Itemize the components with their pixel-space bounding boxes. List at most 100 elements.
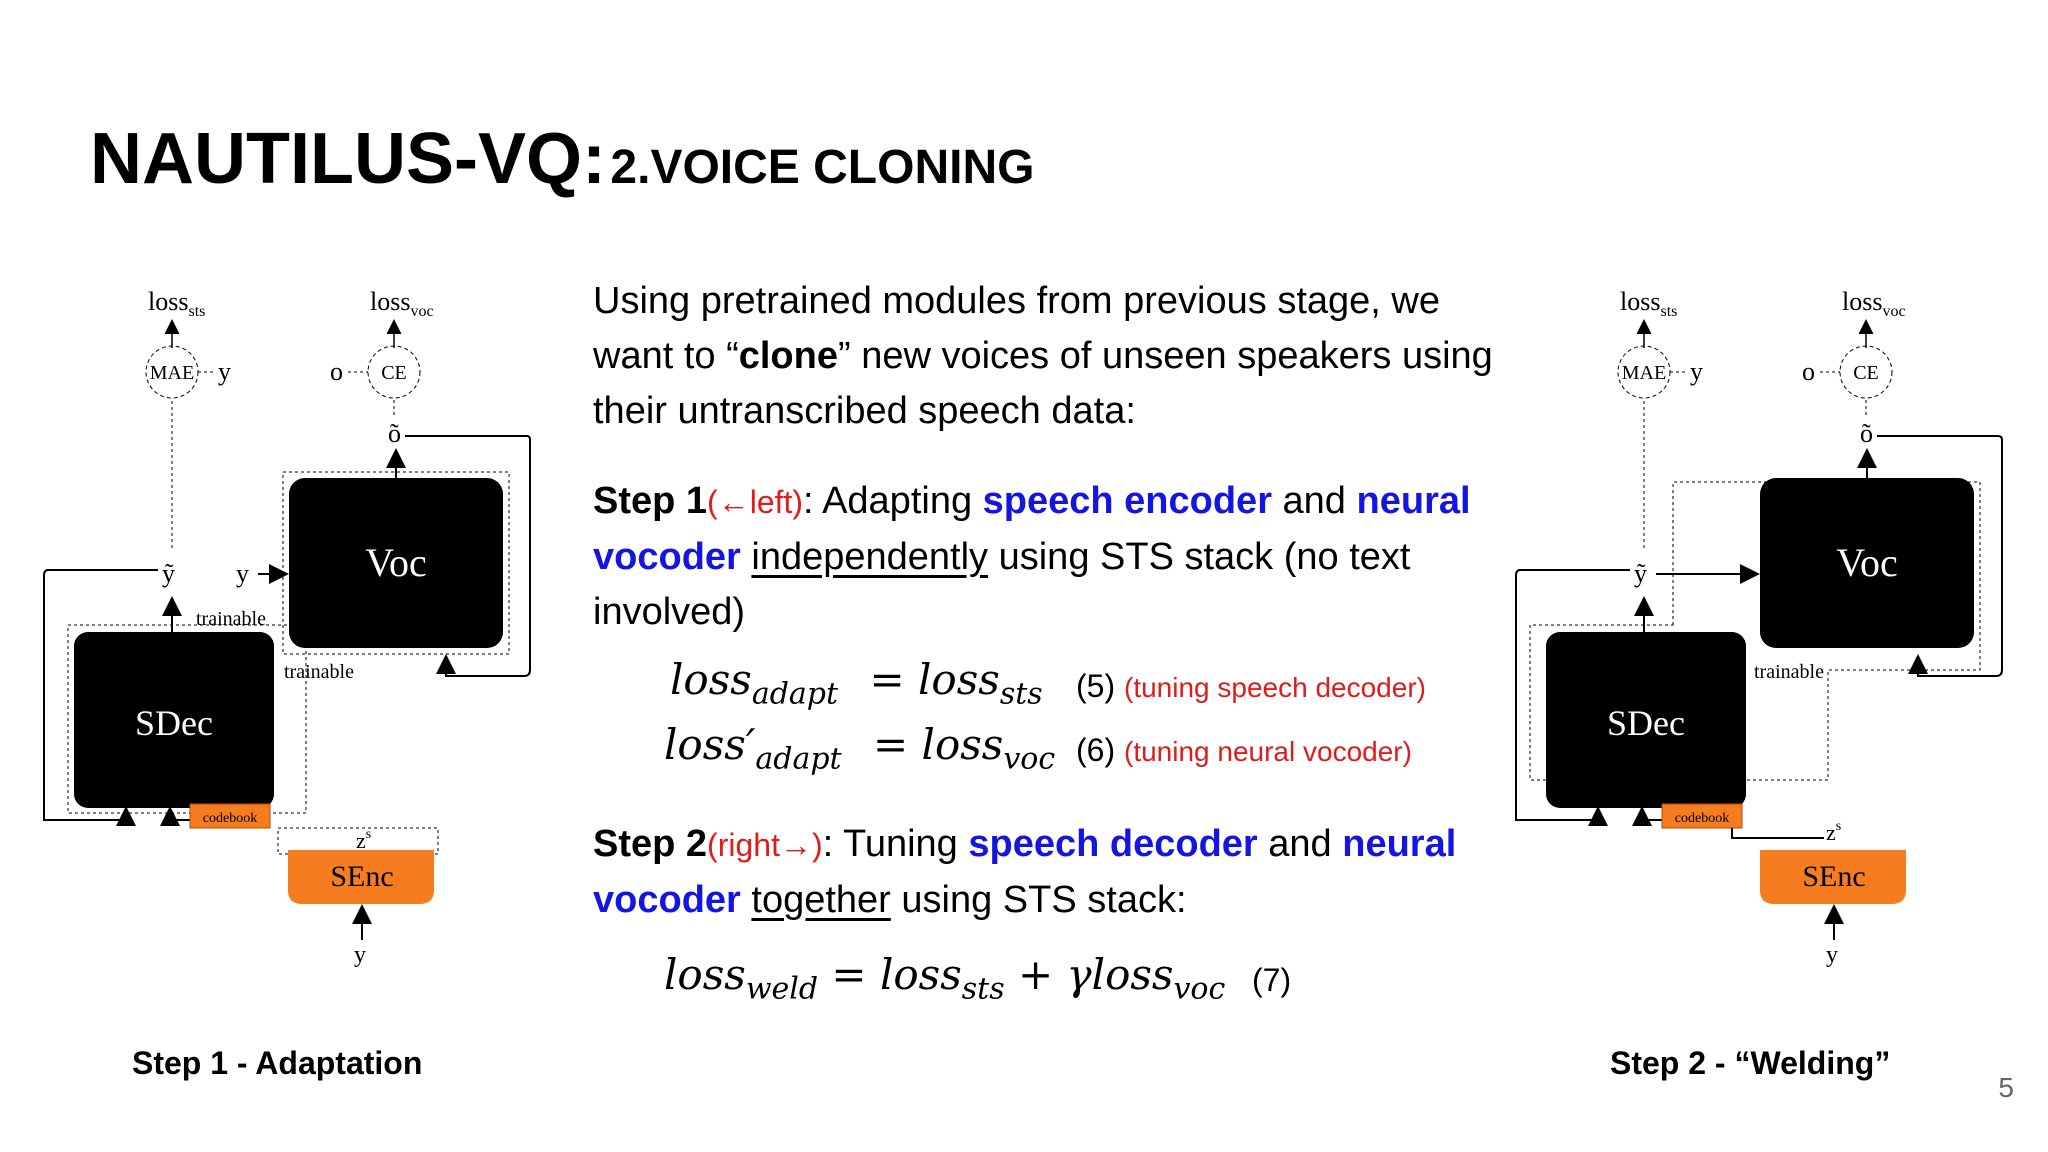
step2-text-3 <box>741 879 752 921</box>
eq6-rhs: = loss <box>872 720 1004 769</box>
diagram-step2: losssts lossvoc MAE y CE o õ Voc ỹ SDec … <box>1515 287 2003 968</box>
mae-label: MAE <box>1622 362 1666 384</box>
equation-6-number: (6) (tuning neural vocoder) <box>1076 732 1412 769</box>
senc-label: SEnc <box>330 860 393 893</box>
senc-y-input-label: y <box>354 942 366 968</box>
eq6-lhs: loss′ <box>664 720 756 769</box>
intro-text-2: ” new voices of unseen speakers using th… <box>593 335 1493 432</box>
step1-term-neural-vocoder: neural vocoder <box>593 480 1471 578</box>
page-number: 5 <box>1998 1072 2014 1103</box>
step2-label: Step 2 <box>593 823 708 865</box>
ce-node <box>367 345 421 399</box>
intro-bold: clone <box>738 335 838 377</box>
senc-box <box>1760 850 1906 904</box>
loss-voc-label: lossvoc <box>370 287 434 320</box>
eq6-num: (6) <box>1076 732 1116 768</box>
loss-sts-label: losssts <box>1620 287 1677 320</box>
codebook <box>1661 803 1743 829</box>
mae-y-label: y <box>1690 357 1703 386</box>
caption-left: Step 1 - Adaptation <box>132 1045 423 1081</box>
eq6-note: (tuning neural vocoder) <box>1124 736 1412 767</box>
title-main: NAUTILUS-VQ: <box>90 119 606 199</box>
ce-node <box>1839 345 1893 399</box>
slide-title: NAUTILUS-VQ: 2.VOICE CLONING <box>90 118 1034 200</box>
senc-box <box>288 850 434 904</box>
senc-label: SEnc <box>1802 860 1865 893</box>
eq7-lhs: loss <box>664 950 746 999</box>
y-tilde-label: ỹ <box>1634 559 1647 588</box>
eq5-lhs: loss <box>670 655 752 704</box>
sdec-box <box>1546 632 1746 808</box>
step2-term-neural-vocoder: neural vocoder <box>593 823 1457 921</box>
senc-y-input-label: y <box>1826 942 1838 968</box>
voc-y-input-label: y <box>236 559 249 588</box>
step1-direction: (←left) <box>707 484 804 520</box>
codebook-label: codebook <box>1675 811 1729 826</box>
step2-term-speech-decoder: speech decoder <box>968 823 1258 865</box>
eq7-mid-sub: sts <box>961 971 1005 1007</box>
caption-right: Step 2 - “Welding” <box>1610 1045 1891 1081</box>
step2-underlined: together <box>751 879 891 921</box>
ce-o-label: o <box>330 357 343 386</box>
diagram-step1: losssts lossvoc MAE y CE o õ Voc y ỹ tra… <box>43 287 531 968</box>
step2-text-1: : Tuning <box>822 823 969 865</box>
mae-y-label: y <box>218 357 231 386</box>
o-tilde-label: õ <box>388 419 401 448</box>
step2-text-4: using STS stack: <box>890 879 1187 921</box>
step1-text-4: using STS stack (no text involved) <box>593 536 1411 633</box>
eq5-rhs: = loss <box>869 655 1000 704</box>
sdec-label: SDec <box>135 703 213 743</box>
zs-label: zs <box>356 827 371 853</box>
step2-direction: (right→) <box>707 827 823 863</box>
equation-7: lossweld = losssts + γlossvoc <box>664 950 1225 1006</box>
zs-label: zs <box>1826 819 1841 845</box>
step1-term-speech-encoder: speech encoder <box>982 480 1272 522</box>
intro-paragraph: Using pretrained modules from previous s… <box>593 274 1493 439</box>
eq5-num: (5) <box>1076 668 1116 704</box>
voc-label: Voc <box>1836 540 1897 585</box>
voc-box <box>1760 478 1974 648</box>
eq6-lhs-sub: adapt <box>755 741 842 777</box>
eq5-note: (tuning speech decoder) <box>1124 672 1426 703</box>
o-tilde-label: õ <box>1860 419 1873 448</box>
eq6-rhs-sub: voc <box>1003 741 1056 777</box>
step1-text-1: : Adapting <box>803 480 983 522</box>
step1-text-3 <box>741 536 752 578</box>
step1-underlined: independently <box>751 536 989 578</box>
equation-6: loss′adapt = lossvoc <box>664 720 1055 776</box>
ce-label: CE <box>381 362 407 384</box>
eq7-lhs-sub: weld <box>745 971 819 1007</box>
title-sub: 2.VOICE CLONING <box>610 141 1035 194</box>
intro-text-1: Using pretrained modules from previous s… <box>593 280 1440 377</box>
y-tilde-label: ỹ <box>162 559 175 588</box>
q-label: q <box>214 779 224 801</box>
mae-label: MAE <box>150 362 194 384</box>
loss-voc-label: lossvoc <box>1842 287 1906 320</box>
step1-text-2: and <box>1271 480 1357 522</box>
equation-7-number: (7) <box>1252 962 1292 998</box>
trainable-label-sdec: trainable <box>196 608 266 630</box>
trainable-label-voc: trainable <box>284 661 354 683</box>
eq5-rhs-sub: sts <box>999 676 1043 712</box>
step1-paragraph: Step 1(←left): Adapting speech encoder a… <box>593 474 1493 640</box>
sdec-box <box>74 632 274 808</box>
loss-sts-label: losssts <box>148 287 205 320</box>
ce-o-label: o <box>1802 357 1815 386</box>
eq7-rhs: + γloss <box>1004 950 1174 999</box>
sdec-label: SDec <box>1607 703 1685 743</box>
codebook-label: codebook <box>203 811 257 826</box>
equation-5: lossadapt = losssts <box>670 655 1043 711</box>
eq7-mid: = loss <box>818 950 962 999</box>
trainable-label: trainable <box>1754 661 1824 683</box>
codebook <box>189 803 271 829</box>
equation-5-number: (5) (tuning speech decoder) <box>1076 668 1426 705</box>
eq5-lhs-sub: adapt <box>751 676 839 712</box>
step2-text-2: and <box>1257 823 1343 865</box>
voc-box <box>289 478 503 648</box>
q-label: q <box>1686 779 1696 801</box>
step1-label: Step 1 <box>593 480 708 522</box>
ce-label: CE <box>1853 362 1879 384</box>
step2-paragraph: Step 2(right→): Tuning speech decoder an… <box>593 817 1493 928</box>
eq7-rhs-sub: voc <box>1173 971 1226 1007</box>
voc-label: Voc <box>365 540 426 585</box>
